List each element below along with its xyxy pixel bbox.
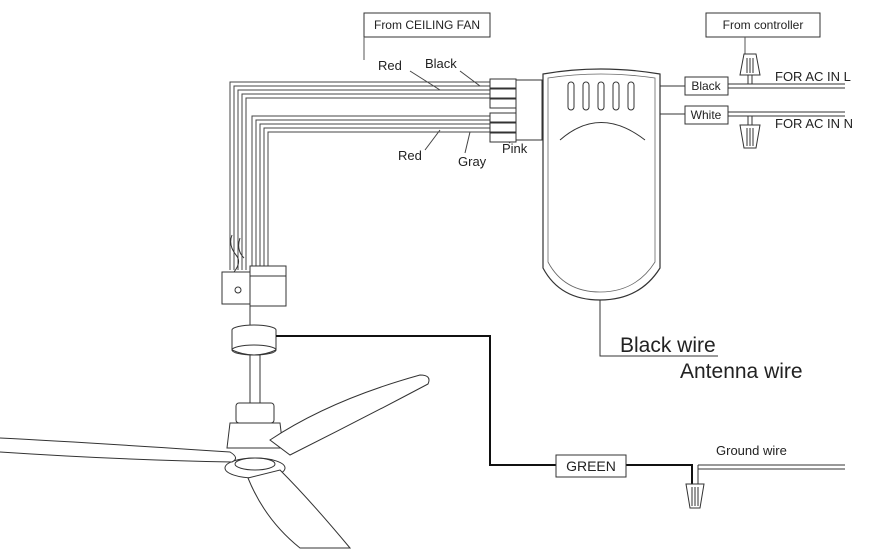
from-ceiling-fan-box: From CEILING FAN — [363, 12, 491, 38]
antenna-wire — [599, 300, 718, 357]
fan-wire-bundle-top — [229, 81, 490, 270]
ac-in-l-label: FOR AC IN L — [775, 69, 851, 84]
ground-wire-input — [697, 464, 845, 484]
ground-wire-label: Ground wire — [716, 443, 787, 458]
mounting-bracket — [221, 234, 287, 307]
ground-wire — [276, 335, 693, 484]
antenna-wire-label: Antenna wire — [680, 360, 803, 383]
controller-white-box: White — [684, 105, 729, 125]
receiver-connector-blocks — [489, 78, 543, 143]
black-wire-label: Black wire — [620, 334, 716, 357]
ac-in-n-label: FOR AC IN N — [775, 116, 853, 131]
wire-label-red-top: Red — [378, 58, 402, 73]
green-box: GREEN — [555, 454, 627, 478]
green-label: GREEN — [566, 458, 616, 474]
wire-nut-n-icon — [739, 124, 761, 149]
wire-label-black: Black — [425, 56, 457, 71]
fan-blades — [0, 374, 430, 549]
from-ceiling-fan-label: From CEILING FAN — [374, 18, 480, 32]
wire-label-pink: Pink — [502, 141, 528, 156]
from-controller-label: From controller — [723, 18, 804, 32]
controller-white-label: White — [691, 108, 722, 122]
receiver-vent-slots — [567, 81, 635, 111]
controller-black-label: Black — [691, 79, 721, 93]
fan-canopy — [231, 306, 277, 356]
wire-label-gray: Gray — [458, 154, 487, 169]
fan-motor — [224, 354, 286, 479]
wire-nut-l-icon — [739, 53, 761, 76]
wire-label-red-bottom: Red — [398, 148, 422, 163]
controller-black-box: Black — [684, 76, 729, 96]
wire-nut-ground-icon — [685, 483, 705, 509]
receiver-unit — [542, 68, 661, 301]
from-controller-box: From controller — [705, 12, 821, 38]
fan-wire-bundle-bottom — [251, 115, 490, 270]
controller-wires — [660, 75, 845, 125]
